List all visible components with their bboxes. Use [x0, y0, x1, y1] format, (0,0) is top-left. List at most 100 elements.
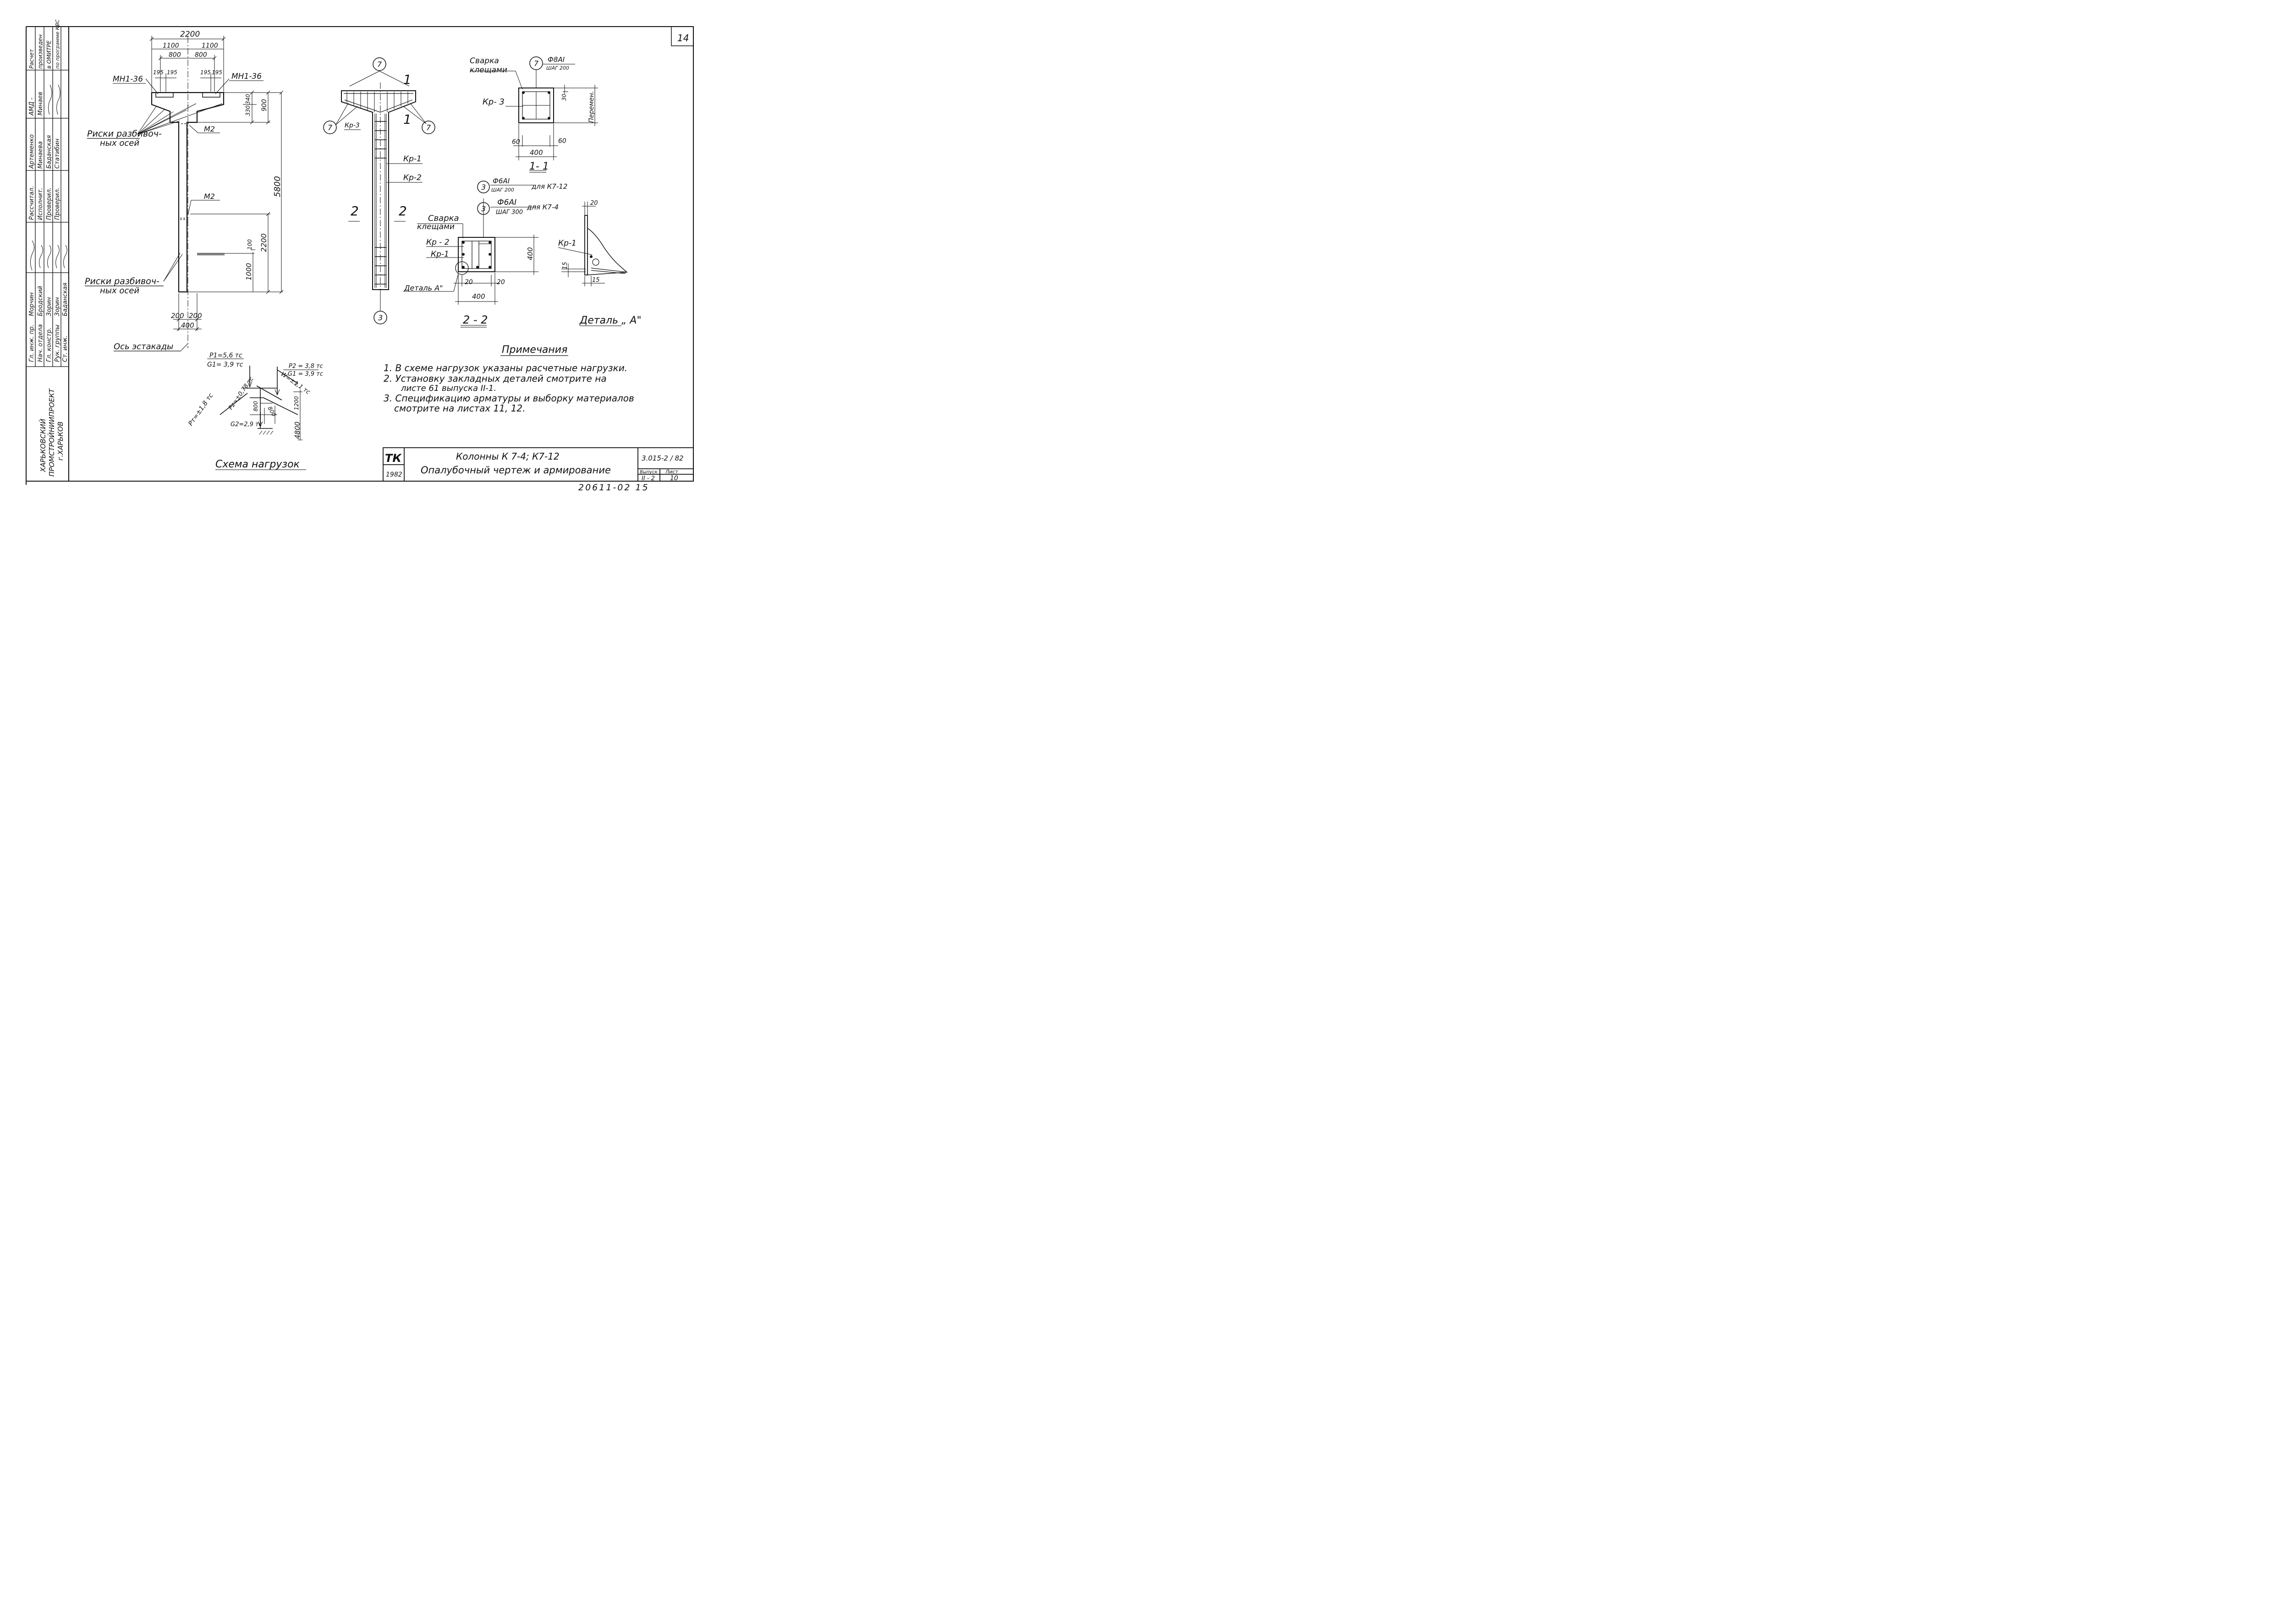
s22-title: 2 - 2	[463, 313, 488, 326]
load-g1-right: G1 = 3,9 тс	[288, 371, 323, 378]
detail-dim-15-v: 15	[562, 262, 569, 269]
s22-for-a: для К7-12	[531, 182, 567, 191]
calc-note-4: по программе КВС	[55, 19, 60, 69]
calc-name-2: Минаева	[37, 141, 44, 169]
calc-header-4: Проверил.	[54, 187, 61, 220]
label-axes-bot-2: ных осей	[100, 286, 139, 296]
org-line-2: ПРОМСТРОЙНИИПРОЕКТ	[47, 388, 56, 477]
svg-text:3: 3	[378, 313, 383, 322]
calc-signed-2: Минаев	[37, 92, 44, 115]
dim-195-3: 195	[200, 69, 211, 76]
reinforcement-view: 7 7 7 3 1 1 2 2 Кр-1 Кр-2 Кр-3	[323, 57, 435, 324]
org-line-1: ХАРЬКОВСКИЙ	[38, 419, 47, 472]
role-3: Гл. констр.	[46, 328, 53, 362]
load-title: Схема нагрузок	[215, 459, 300, 470]
calc-header-2: Исполнит.	[37, 188, 44, 220]
tb-tk: ТК	[385, 452, 402, 465]
s22-kp2: Кр - 2	[426, 238, 450, 247]
load-p1: P1=5,6 тс	[209, 352, 242, 359]
detail-dim-20: 20	[590, 200, 598, 207]
detail-dim-15-h: 15	[592, 277, 600, 284]
section-2-2: 3 3 Ф6АI ШАГ 200 для К7-12 Ф6АI ШАГ 300 …	[403, 177, 567, 328]
dim-800-right: 800	[195, 51, 207, 59]
s22-dim-20-right: 20	[497, 279, 505, 286]
s22-bar3-mark-b: 3	[481, 204, 486, 213]
dim-100: 100	[247, 239, 253, 250]
name-1: Морчин	[28, 292, 35, 316]
label-axes-top-2: ных осей	[100, 138, 139, 148]
dim-1100-right: 1100	[202, 42, 218, 49]
note-2b: листе 61 выпуска II-1.	[401, 384, 496, 393]
s11-dim-60-left: 60	[512, 138, 520, 146]
load-g1-left: G1= 3,9 тс	[207, 361, 243, 368]
calc-header-1: Рассчитал.	[28, 186, 35, 220]
tb-title-1: Колонны К 7-4; К7-12	[456, 451, 560, 462]
section-2-2-right: 2	[399, 203, 407, 219]
sheet-number: 14	[677, 33, 689, 44]
s11-bar-mark: 7	[534, 59, 539, 68]
s22-detail-ref: Деталь А"	[404, 284, 443, 292]
dim-2200-top: 2200	[180, 30, 200, 39]
s11-weld-2: клещами	[470, 66, 507, 75]
s22-spec-a: Ф6АI	[493, 177, 510, 185]
dim-800-left: 800	[169, 51, 181, 59]
label-trestle-axis: Ось эстакады	[114, 342, 173, 351]
calc-name-3: Баданская	[46, 135, 53, 169]
s22-weld-1: Сварка	[428, 214, 459, 223]
tb-sheet: 10	[670, 475, 678, 482]
load-p2: P2 = 3,8 тс	[289, 363, 323, 370]
label-m2-top: М2	[204, 125, 215, 133]
s22-dim-400-h: 400	[472, 292, 485, 301]
elevation-dim-texts: 2200 1100 1100 800 800 195 195 195 195 3…	[85, 30, 282, 351]
calc-name-4: Статибин	[54, 138, 61, 169]
notes: Примечания 1. В схеме нагрузок указаны р…	[384, 344, 634, 414]
drawing-frame	[26, 26, 694, 485]
elevation-dimensions	[137, 36, 284, 351]
role-5: Ст. инж.	[62, 335, 69, 362]
dim-195-2: 195	[167, 69, 177, 76]
s22-kp1: Кр-1	[431, 250, 449, 259]
load-pt: Pт=±1,8 тс	[187, 392, 215, 427]
tb-series: 3.015-2 / 82	[642, 454, 684, 462]
note-1: 1. В схеме нагрузок указаны расчетные на…	[384, 362, 627, 373]
load-g2: G2=2,9 тс	[231, 421, 262, 428]
role-1: Гл. инж. пр.	[28, 324, 35, 362]
dim-200-right: 200	[189, 312, 202, 320]
dim-330: 330	[245, 105, 251, 116]
sheet-number-box: 14	[671, 26, 694, 46]
dim-900: 900	[261, 99, 268, 111]
drawing-canvas: 14 20611-02 15 ХАРЬКОВСКИЙ ПРОМСТРОЙНИИП…	[26, 19, 694, 493]
dim-1100-left: 1100	[163, 42, 179, 49]
calc-signed-1: АМД -	[28, 98, 35, 116]
name-4: Зорин	[54, 297, 61, 316]
org-line-3: г.ХАРЬКОВ	[56, 422, 65, 461]
section-1-1: 7 Ф8АI ШАГ 200 Сварка клещами Кр- 3 30 П…	[470, 55, 598, 173]
s11-dim-var: Перемен.	[588, 91, 595, 123]
bubble-7-top: 7	[373, 57, 386, 71]
dim-340: 340	[245, 94, 251, 104]
calc-note-2: произведен	[37, 34, 44, 69]
detail-a: Кр-1 20 15 15 Деталь „ А"	[558, 200, 642, 326]
label-kp1: Кр-1	[403, 154, 422, 164]
s22-step-b: ШАГ 300	[496, 209, 523, 216]
notes-title: Примечания	[502, 344, 567, 356]
dim-195-1: 195	[153, 69, 164, 76]
dim-200-left: 200	[171, 312, 184, 320]
s11-dim-30: 30	[561, 93, 567, 101]
note-3b: смотрите на листах 11, 12.	[394, 403, 526, 414]
section-1-1-mark-bottom: 1	[403, 112, 412, 127]
s11-dim-400: 400	[530, 148, 543, 157]
section-2-2-left: 2	[351, 203, 359, 219]
s22-spec-b: Ф6АI	[497, 198, 516, 207]
bubble-7-left: 7	[323, 121, 337, 134]
name-2: Бродский	[37, 286, 44, 316]
note-3: 3. Спецификацию арматуры и выборку матер…	[384, 393, 634, 404]
label-plate-right: МН1-36	[231, 72, 262, 81]
dim-1000: 1000	[245, 263, 253, 280]
s11-weld-1: Сварка	[470, 56, 499, 66]
s11-kp3: Кр- 3	[483, 97, 505, 107]
tb-issue: II - 2	[642, 475, 655, 482]
s11-dim-60-right: 60	[558, 137, 566, 145]
name-5: Баданская	[62, 283, 69, 316]
tb-year: 1982	[386, 471, 402, 478]
